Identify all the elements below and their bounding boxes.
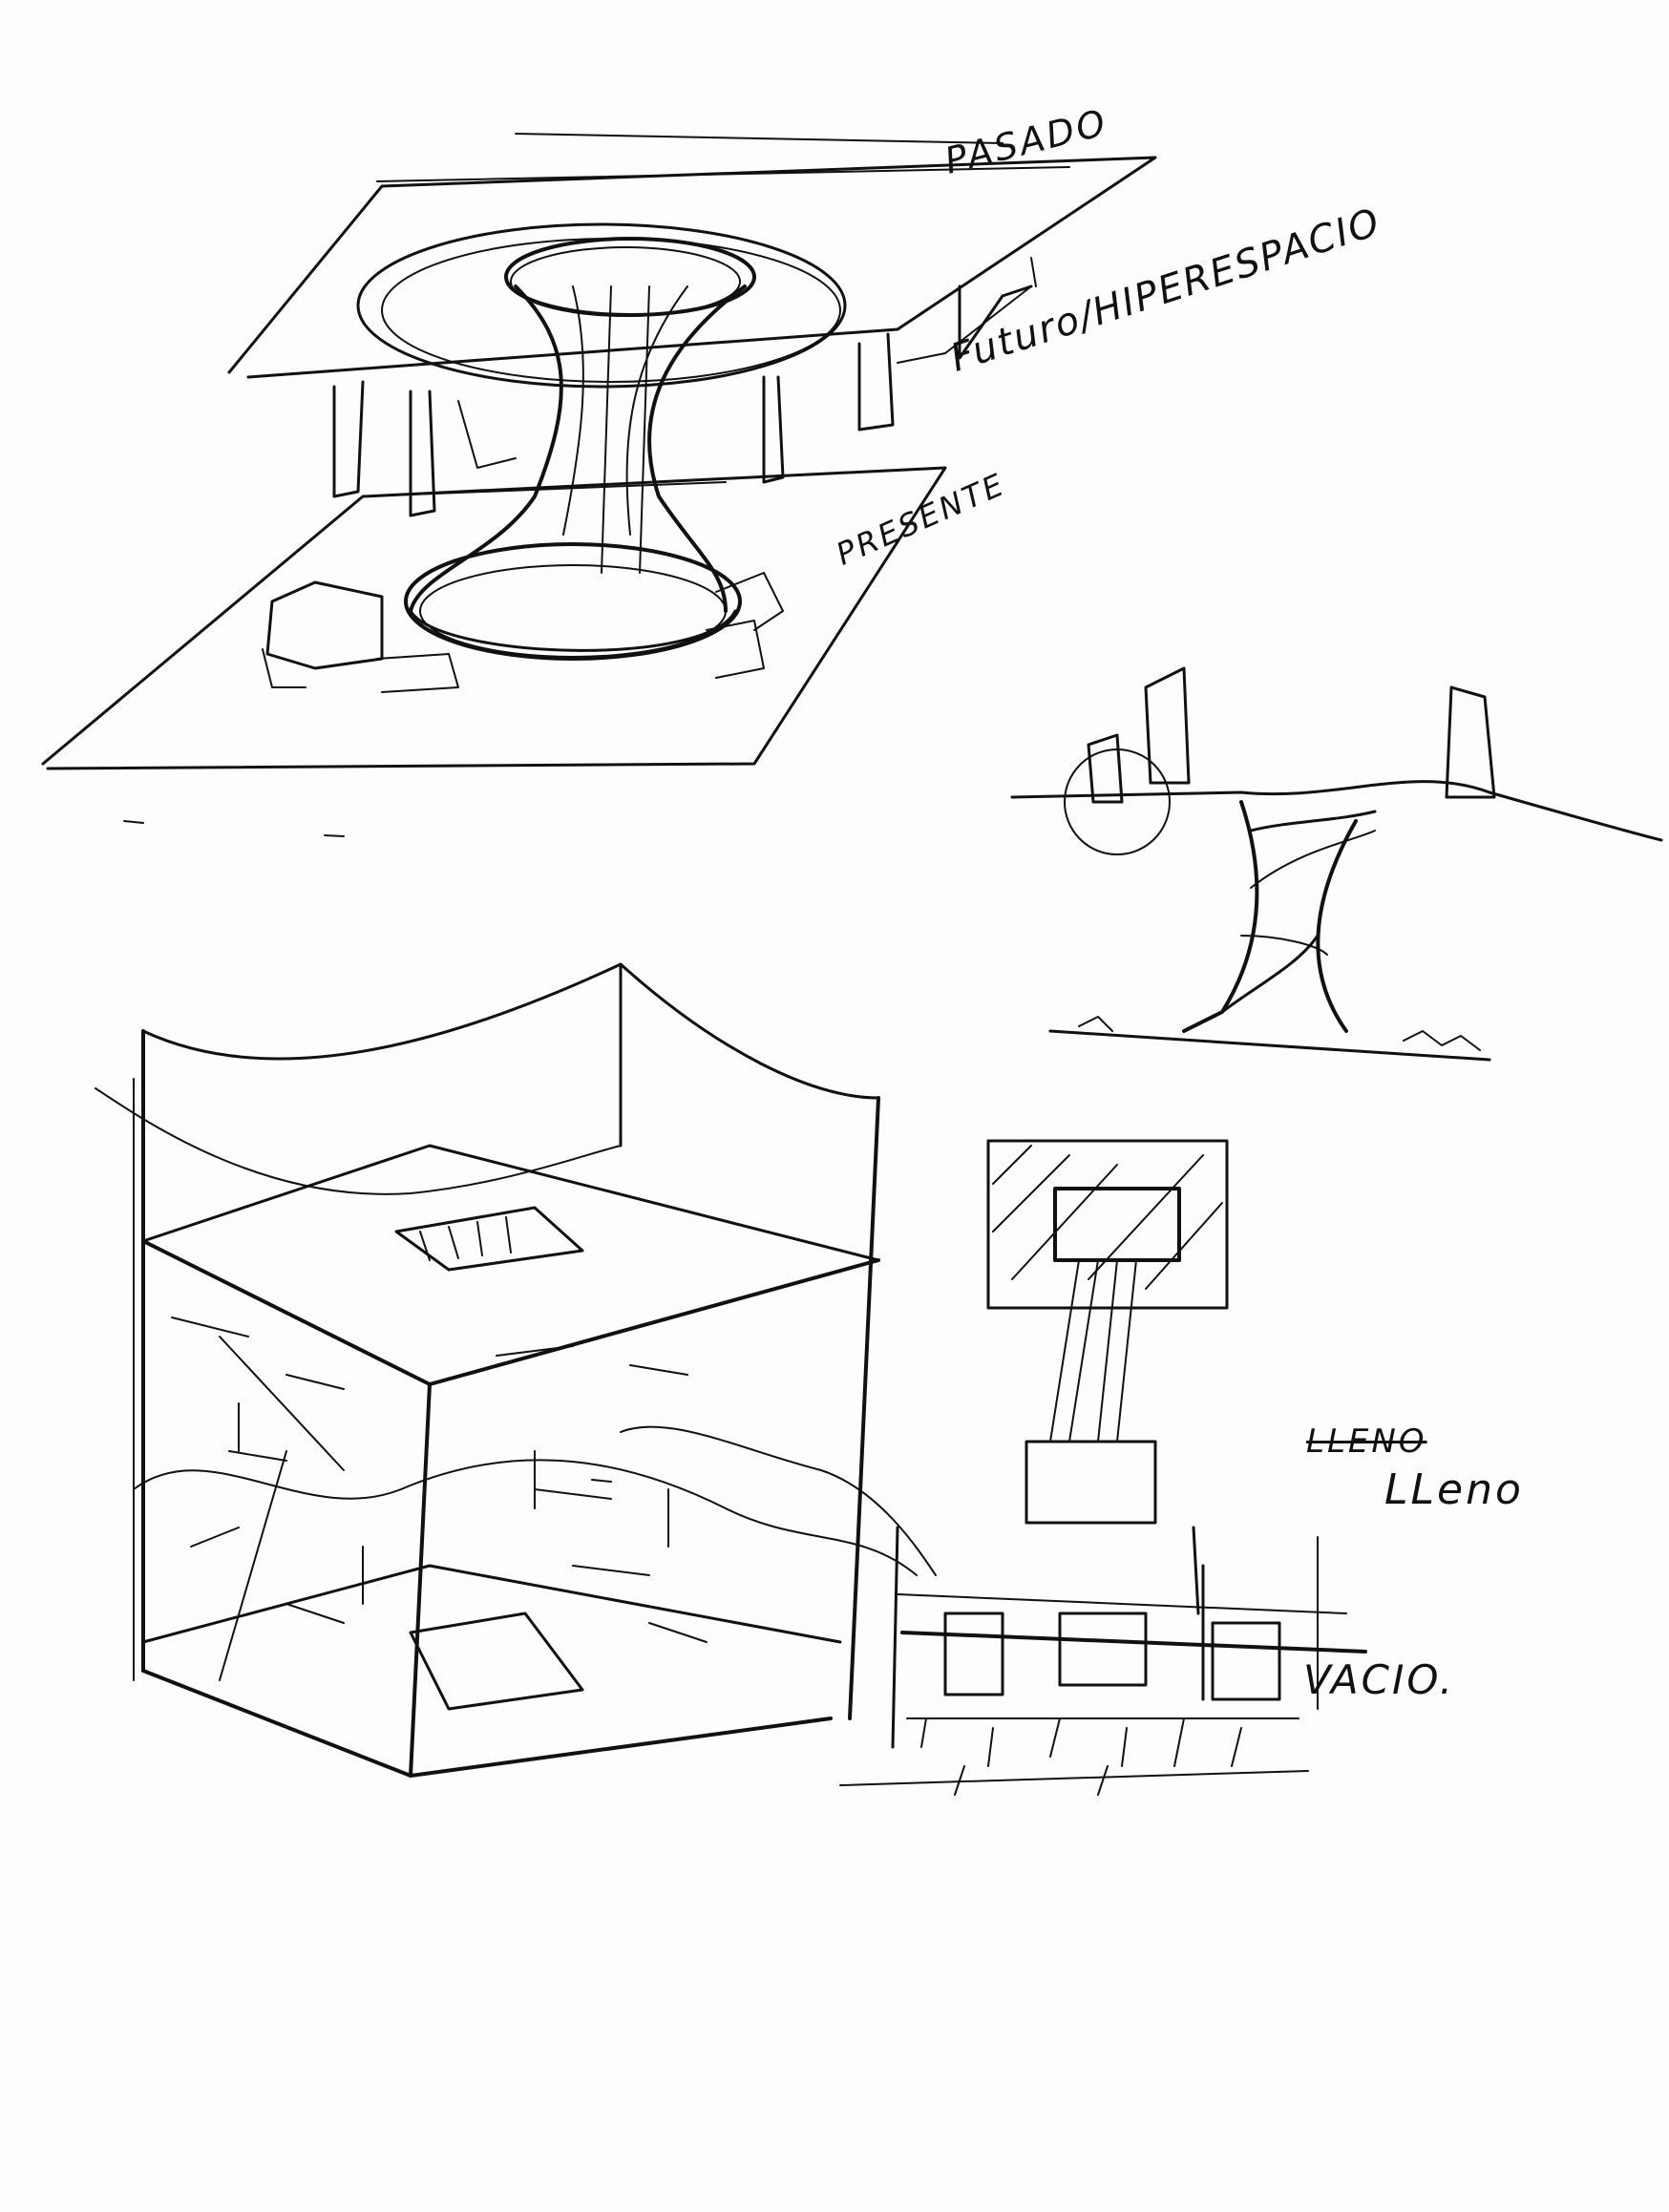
plan-sketch — [986, 1139, 1229, 1525]
lleno-vacio-sketch — [839, 1526, 1367, 1796]
label-lleno: LLeno — [1384, 1465, 1524, 1514]
label-vacio: VACIO. — [1303, 1656, 1456, 1703]
box-sketch — [95, 962, 937, 1778]
label-lleno-struck: LLENO — [1306, 1422, 1427, 1461]
wormhole-sketch — [41, 133, 1157, 770]
section-sketch — [1010, 666, 1663, 1062]
stray-marks — [123, 820, 612, 1483]
